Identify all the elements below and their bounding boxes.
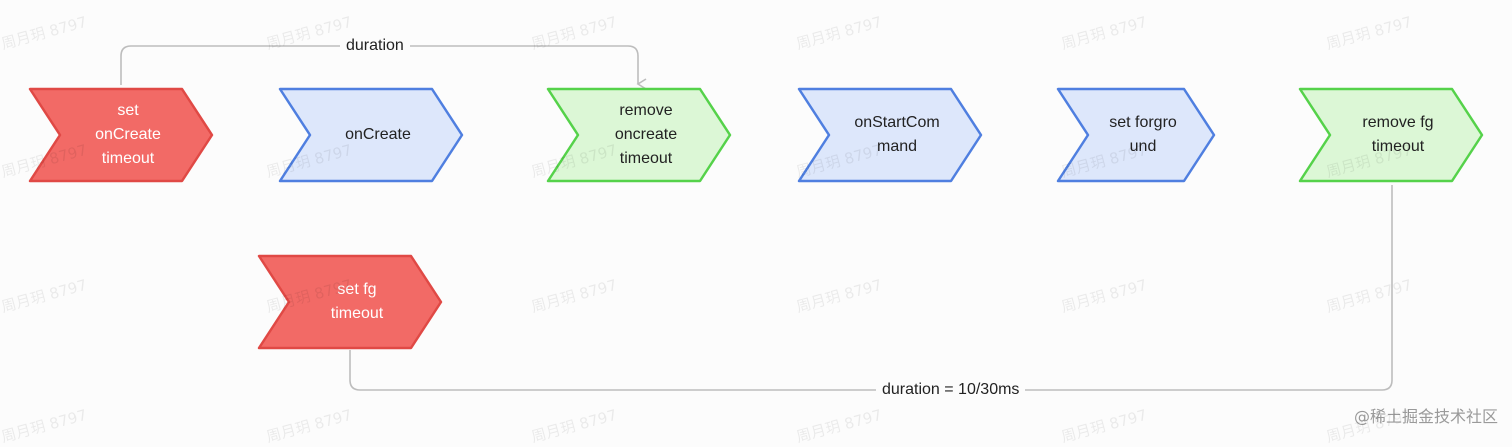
node-label-remove-fg-timeout: remove fg timeout: [1362, 114, 1434, 155]
chevron-remove-fg-timeout: [1298, 87, 1484, 183]
node-label-remove-oncreate-timeout: remove oncreate timeout: [614, 102, 678, 167]
node-label-oncreate: onCreate: [345, 126, 411, 143]
fg-duration-label: duration = 10/30ms: [876, 381, 1026, 399]
chevron-set-fg-timeout: [257, 254, 443, 350]
node-label-set-foreground: set forgro und: [1109, 114, 1177, 155]
chevron-set-oncreate-timeout: [28, 87, 214, 183]
chevron-oncreate: [278, 87, 464, 183]
chevron-onstartcommand: [797, 87, 983, 183]
chevron-remove-oncreate-timeout: [546, 87, 732, 183]
node-label-set-fg-timeout: set fg timeout: [330, 281, 384, 322]
node-layer: [28, 87, 1484, 350]
chevron-set-foreground: [1056, 87, 1216, 183]
node-label-set-oncreate-timeout: set onCreate timeout: [95, 102, 161, 167]
diagram-canvas: [28, 45, 1484, 391]
site-credit: @稀土掘金技术社区: [1353, 407, 1498, 426]
fg-duration-connector: [349, 185, 1393, 391]
duration-label: duration: [340, 37, 410, 55]
node-label-onstartcommand: onStartCom mand: [854, 114, 940, 155]
